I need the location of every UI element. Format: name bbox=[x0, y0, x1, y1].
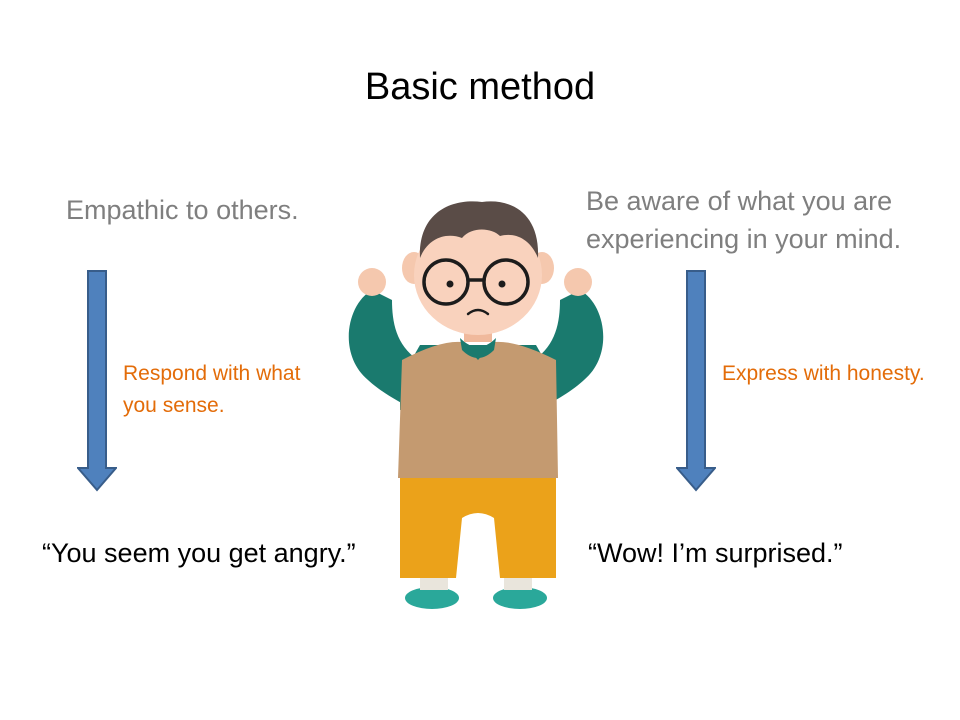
slide-title: Basic method bbox=[364, 66, 596, 108]
right-heading: Be aware of what you are experiencing in… bbox=[586, 182, 901, 258]
right-note: Express with honesty. bbox=[722, 362, 925, 385]
right-down-arrow-icon bbox=[676, 270, 716, 492]
left-heading: Empathic to others. bbox=[66, 195, 299, 225]
left-note-line2: you sense. bbox=[123, 394, 225, 417]
left-quote: “You seem you get angry.” bbox=[42, 538, 356, 568]
right-quote: “Wow! I’m surprised.” bbox=[588, 538, 843, 568]
right-heading-line2: experiencing in your mind. bbox=[586, 224, 902, 254]
left-note-line1: Respond with what bbox=[123, 362, 301, 385]
left-note: Respond with what you sense. bbox=[123, 358, 343, 422]
confused-boy-illustration bbox=[348, 201, 604, 609]
left-down-arrow-icon bbox=[77, 270, 117, 492]
right-heading-line1: Be aware of what you are bbox=[586, 186, 893, 216]
